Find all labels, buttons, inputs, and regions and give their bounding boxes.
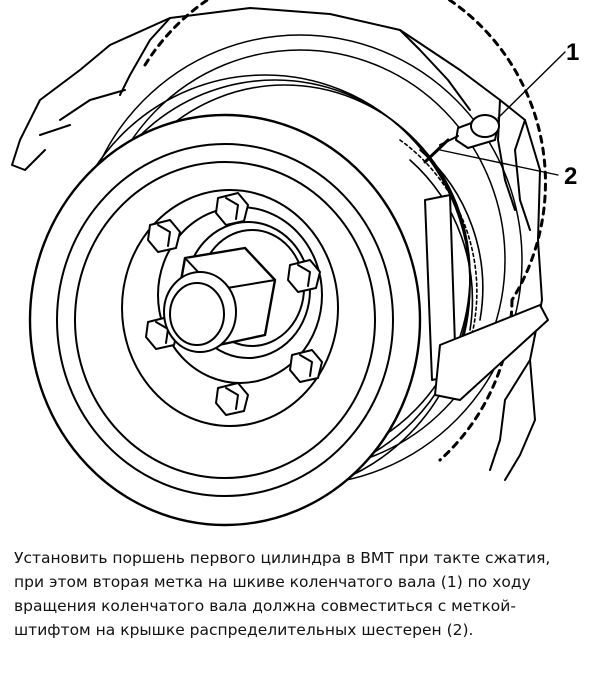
hub-bolts xyxy=(145,192,323,416)
caption-line: вращения коленчатого вала должна совмест… xyxy=(14,597,516,615)
timing-cover xyxy=(11,7,543,481)
bolt xyxy=(289,349,323,383)
bolt xyxy=(147,219,181,253)
caption-line: штифтом на крышке распределительных шест… xyxy=(14,621,474,639)
pointer-bracket xyxy=(424,194,549,401)
timing-pin xyxy=(439,114,500,149)
caption-line: Установить поршень первого цилиндра в ВМ… xyxy=(14,549,551,567)
callout-1: 1 xyxy=(566,39,579,66)
caption: Установить поршень первого цилиндра в ВМ… xyxy=(14,546,589,642)
callout-2: 2 xyxy=(564,163,577,190)
callout-leaders xyxy=(439,51,566,176)
caption-line: при этом вторая метка на шкиве коленчато… xyxy=(14,573,531,591)
bolt xyxy=(215,382,249,416)
crankshaft-pulley-diagram: 1 2 xyxy=(11,0,579,527)
bolt xyxy=(287,259,321,293)
bolt xyxy=(215,192,249,226)
crankshaft-center-bolt xyxy=(163,246,277,353)
